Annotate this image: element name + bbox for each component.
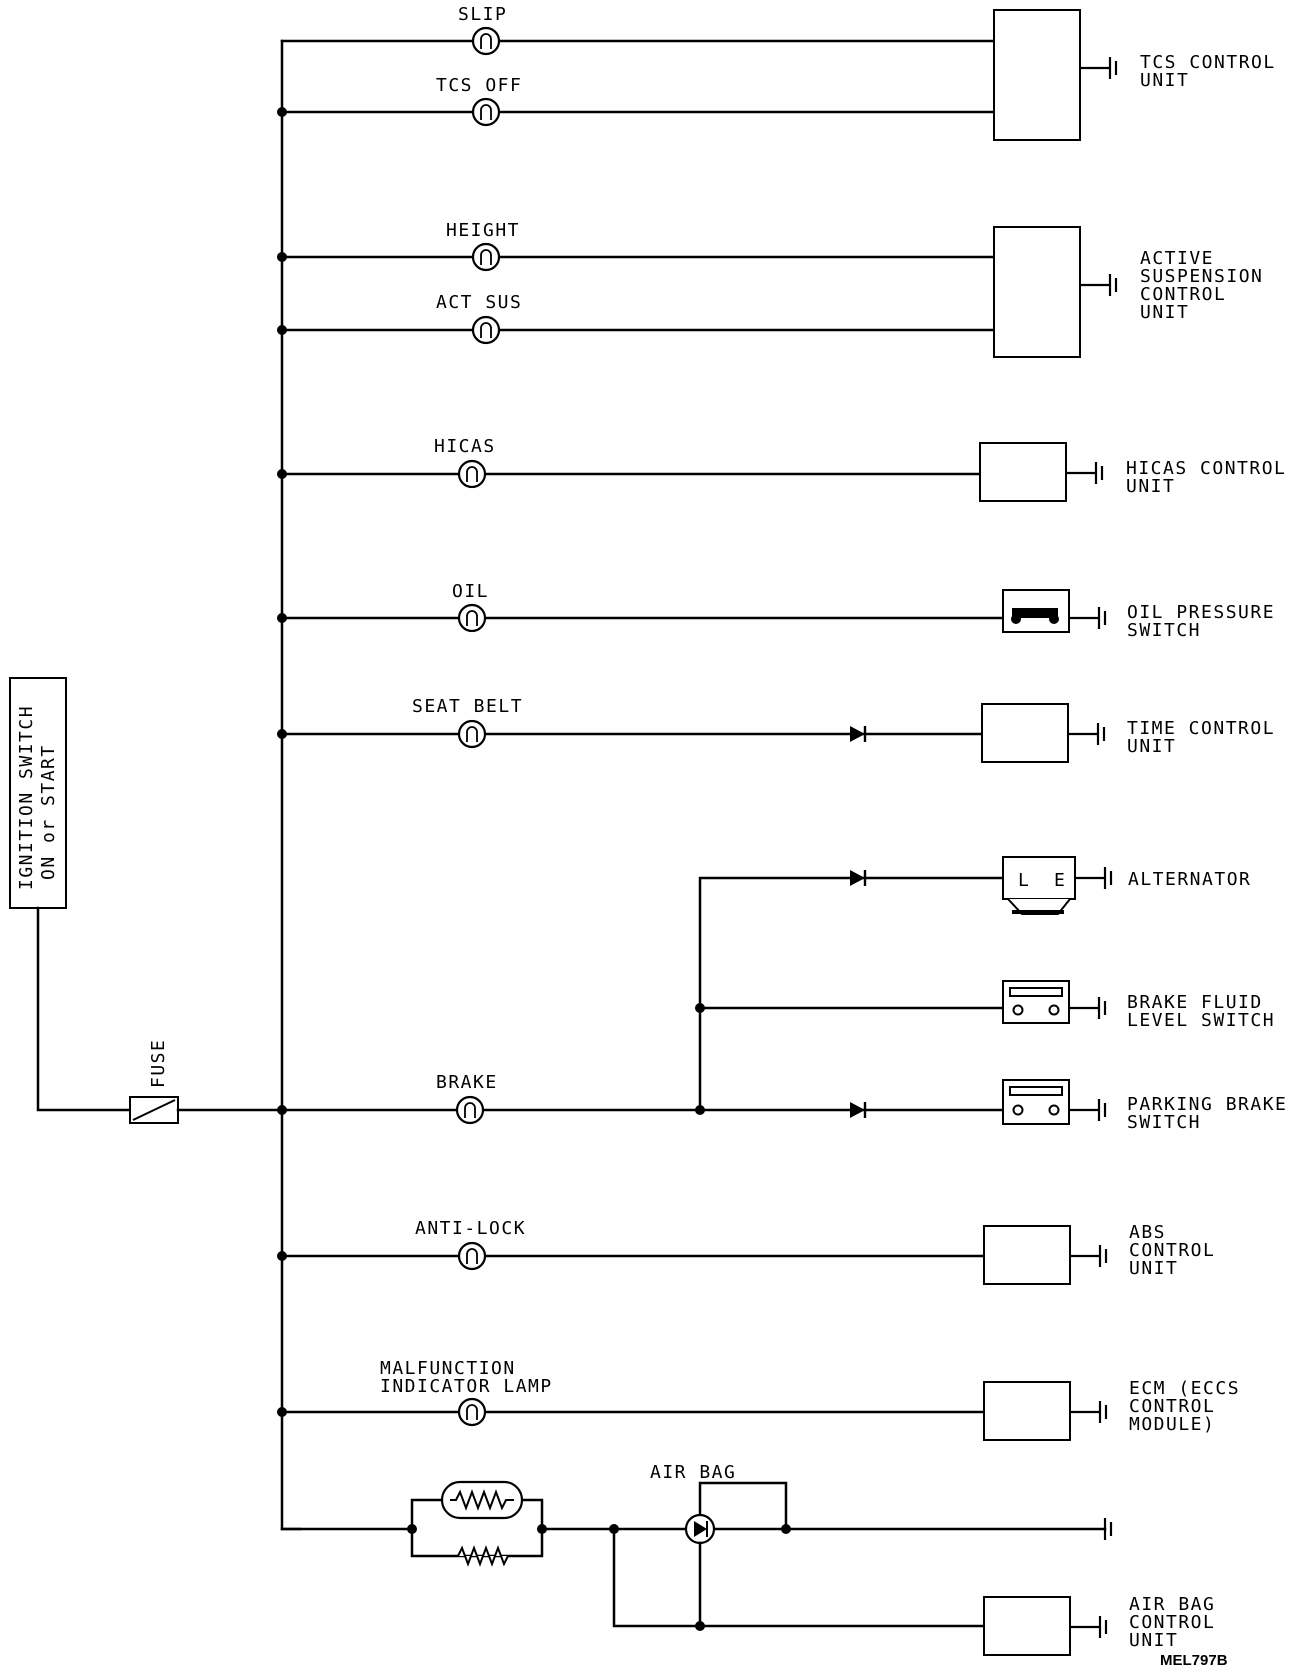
anti-lock-label: ANTI-LOCK: [415, 1218, 526, 1239]
anti-lock-lamp: [457, 1241, 487, 1271]
tcs-off-label: TCS OFF: [436, 75, 522, 96]
ecm-label-1: ECM (ECCS: [1129, 1378, 1240, 1399]
tcs-off-lamp: [471, 97, 501, 127]
hicas-unit-label-1: HICAS CONTROL: [1126, 458, 1286, 479]
active-suspension-label-4: UNIT: [1140, 302, 1189, 323]
hicas-control-unit-box: [979, 442, 1067, 502]
main-bus: [280, 39, 302, 1531]
ground-icon: [1064, 460, 1104, 486]
ignition-switch-label: IGNITION SWITCH: [16, 705, 37, 890]
time-control-label-2: UNIT: [1127, 736, 1176, 757]
fuse-label: FUSE: [148, 1039, 169, 1088]
ground-icon: [1067, 1097, 1107, 1123]
oil-lamp: [457, 603, 487, 633]
air-bag-label: AIR BAG: [650, 1462, 736, 1483]
figure-code: MEL797B: [1160, 1652, 1228, 1669]
ground-icon: [1068, 1243, 1108, 1269]
brake-fluid-label-1: BRAKE FLUID: [1127, 992, 1263, 1013]
ignition-switch-mode-label: ON or START: [38, 744, 59, 880]
brake-fluid-label-2: LEVEL SWITCH: [1127, 1010, 1275, 1031]
oil-pressure-label-2: SWITCH: [1127, 620, 1201, 641]
ground-icon: [1068, 1399, 1108, 1425]
air-bag-control-unit-box: [983, 1596, 1071, 1656]
ignition-switch-box: [9, 677, 67, 909]
active-suspension-label-1: ACTIVE: [1140, 248, 1214, 269]
abs-label-3: UNIT: [1129, 1258, 1178, 1279]
brake-lamp: [455, 1095, 485, 1125]
time-control-unit-box: [981, 703, 1069, 763]
ecm-label-2: CONTROL: [1129, 1396, 1215, 1417]
diode-icon: [848, 1100, 867, 1120]
ground-icon: [1068, 1614, 1108, 1640]
ecm-box: [983, 1381, 1071, 1441]
abs-control-unit-box: [983, 1225, 1071, 1285]
oil-pressure-label-1: OIL PRESSURE: [1127, 602, 1275, 623]
tcs-control-unit-box: [993, 9, 1081, 141]
abs-label-2: CONTROL: [1129, 1240, 1215, 1261]
parking-brake-label-2: SWITCH: [1127, 1112, 1201, 1133]
hicas-lamp: [457, 459, 487, 489]
malfunction-indicator-lamp: [457, 1397, 487, 1427]
ecm-label-3: MODULE): [1129, 1414, 1215, 1435]
abs-label-1: ABS: [1129, 1222, 1166, 1243]
hicas-label: HICAS: [434, 436, 496, 457]
oil-switch-contact: [1012, 608, 1058, 618]
seat-belt-label: SEAT BELT: [412, 696, 523, 717]
active-suspension-label-2: SUSPENSION: [1140, 266, 1263, 287]
ground-icon: [1067, 995, 1107, 1021]
hicas-unit-label-2: UNIT: [1126, 476, 1175, 497]
ignition-wire: [36, 906, 132, 1112]
air-bag-unit-label-2: CONTROL: [1129, 1612, 1215, 1633]
active-suspension-unit-box: [993, 226, 1081, 358]
ground-icon: [1066, 721, 1106, 747]
act-sus-lamp: [471, 315, 501, 345]
slip-lamp: [471, 26, 501, 56]
air-bag-unit-label-1: AIR BAG: [1129, 1594, 1215, 1615]
air-bag-unit-label-3: UNIT: [1129, 1630, 1178, 1651]
height-lamp: [471, 242, 501, 272]
act-sus-label: ACT SUS: [436, 292, 522, 313]
malfunction-label-1: MALFUNCTION: [380, 1358, 516, 1379]
alternator-terminal-l: L: [1018, 870, 1030, 891]
time-control-label-1: TIME CONTROL: [1127, 718, 1275, 739]
malfunction-label-2: INDICATOR LAMP: [380, 1376, 553, 1397]
seat-belt-lamp: [457, 719, 487, 749]
ground-icon: [1078, 272, 1118, 298]
ground-icon: [1073, 865, 1113, 891]
slip-label: SLIP: [458, 4, 507, 25]
alternator-box: [1002, 856, 1076, 900]
ground-icon: [1067, 605, 1107, 631]
diode-icon: [848, 724, 867, 744]
height-label: HEIGHT: [446, 220, 520, 241]
active-suspension-label-3: CONTROL: [1140, 284, 1226, 305]
alternator-terminal-e: E: [1054, 870, 1066, 891]
diode-icon: [848, 868, 867, 888]
tcs-unit-label-2: UNIT: [1140, 70, 1189, 91]
brake-label: BRAKE: [436, 1072, 498, 1093]
oil-label: OIL: [452, 581, 489, 602]
tcs-unit-label-1: TCS CONTROL: [1140, 52, 1276, 73]
alternator-label: ALTERNATOR: [1128, 869, 1251, 890]
parking-brake-label-1: PARKING BRAKE: [1127, 1094, 1287, 1115]
ground-icon: [1078, 55, 1118, 81]
